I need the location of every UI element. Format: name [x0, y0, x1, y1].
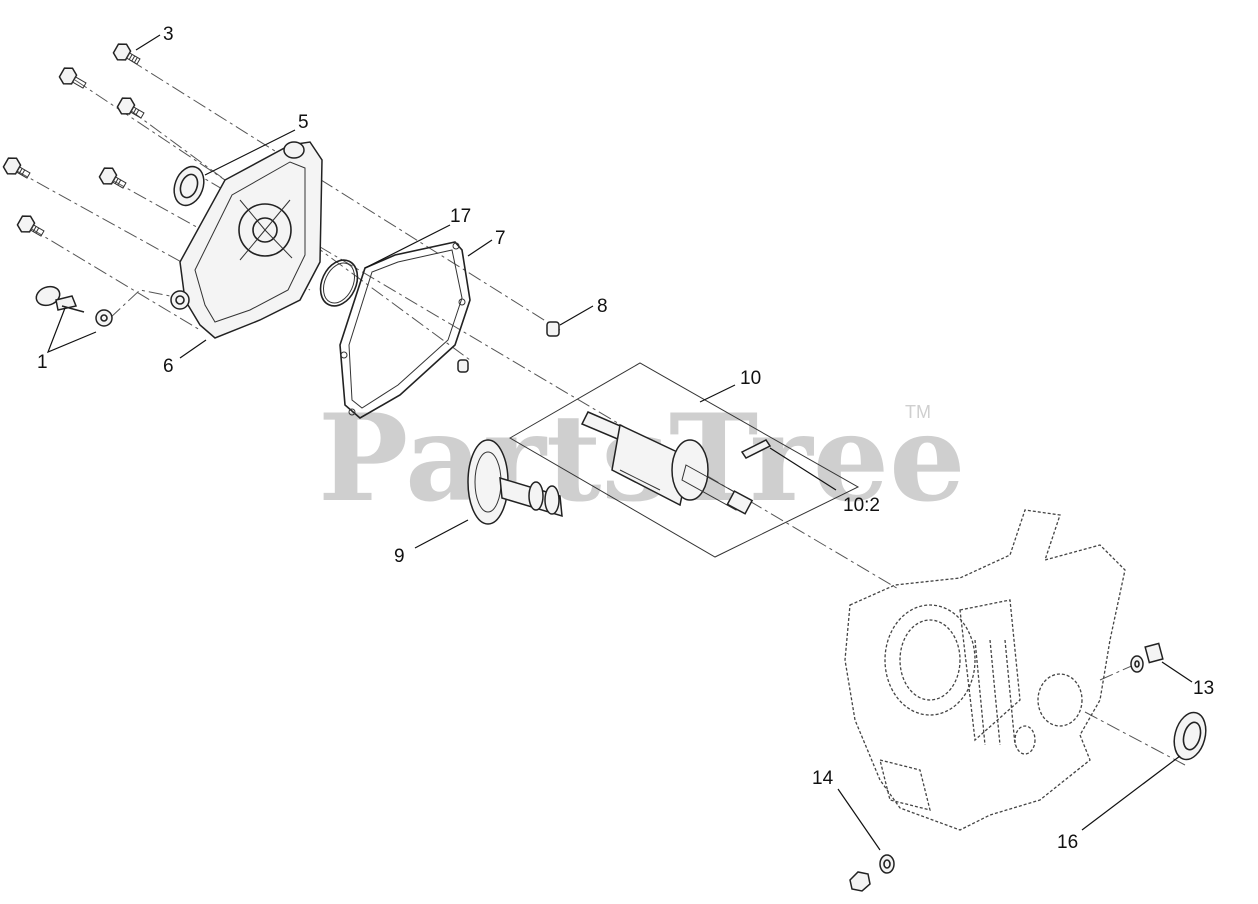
- callout-17[interactable]: 17: [450, 206, 471, 227]
- callout-3[interactable]: 3: [163, 24, 174, 45]
- callout-9[interactable]: 9: [394, 546, 405, 567]
- callout-labels: 3 5 17 7 8 1 6 10 10:2 9 13 14 16: [37, 24, 1214, 853]
- callout-7[interactable]: 7: [495, 228, 506, 249]
- callout-13[interactable]: 13: [1193, 678, 1214, 699]
- woodruff-key-icon[interactable]: [740, 439, 772, 459]
- dowel-pin-icon[interactable]: [546, 321, 560, 337]
- assembly-center-lines: [14, 59, 1186, 766]
- callout-10-2[interactable]: 10:2: [843, 495, 880, 516]
- callout-6[interactable]: 6: [163, 356, 174, 377]
- dowel-pin-icon[interactable]: [457, 359, 469, 373]
- bolt-icon[interactable]: [115, 95, 147, 124]
- callout-16[interactable]: 16: [1057, 832, 1078, 853]
- bolt-icon[interactable]: [15, 213, 47, 242]
- leader-lines: [46, 34, 1193, 851]
- center-line-bolt-c: [14, 169, 251, 301]
- callout-8[interactable]: 8: [597, 296, 608, 317]
- bolt-icon[interactable]: [97, 165, 129, 194]
- crankcase-cover-icon[interactable]: [170, 141, 323, 339]
- center-line-bolt-3: [129, 59, 561, 331]
- crankshaft-icon[interactable]: [509, 362, 860, 558]
- bolt-icon[interactable]: [57, 65, 89, 94]
- watermark-trademark: TM: [905, 402, 931, 422]
- gasket-icon[interactable]: [339, 241, 471, 419]
- center-line-dipstick: [109, 289, 181, 319]
- dipstick-icon[interactable]: [34, 283, 113, 327]
- bolt-icon[interactable]: [111, 41, 143, 70]
- center-line-bolt-13: [1099, 659, 1146, 681]
- callout-14[interactable]: 14: [812, 768, 834, 789]
- oil-seal-icon[interactable]: [169, 162, 209, 209]
- crankshaft-kit-box: [509, 362, 860, 558]
- callout-5[interactable]: 5: [298, 112, 309, 133]
- drain-plug-icon[interactable]: [849, 854, 895, 892]
- oil-seal-icon[interactable]: [1169, 709, 1210, 763]
- engine-block-icon[interactable]: [844, 509, 1126, 831]
- center-line-bolt-e: [29, 227, 201, 331]
- drain-bolt-icon[interactable]: [1130, 642, 1164, 673]
- o-ring-icon[interactable]: [313, 254, 364, 312]
- callout-1[interactable]: 1: [37, 352, 48, 373]
- camshaft-icon[interactable]: [467, 439, 563, 525]
- bolt-group: [1, 41, 147, 242]
- bolt-icon[interactable]: [1, 155, 33, 184]
- center-line-seal-16: [1084, 711, 1186, 766]
- callout-10[interactable]: 10: [740, 368, 761, 389]
